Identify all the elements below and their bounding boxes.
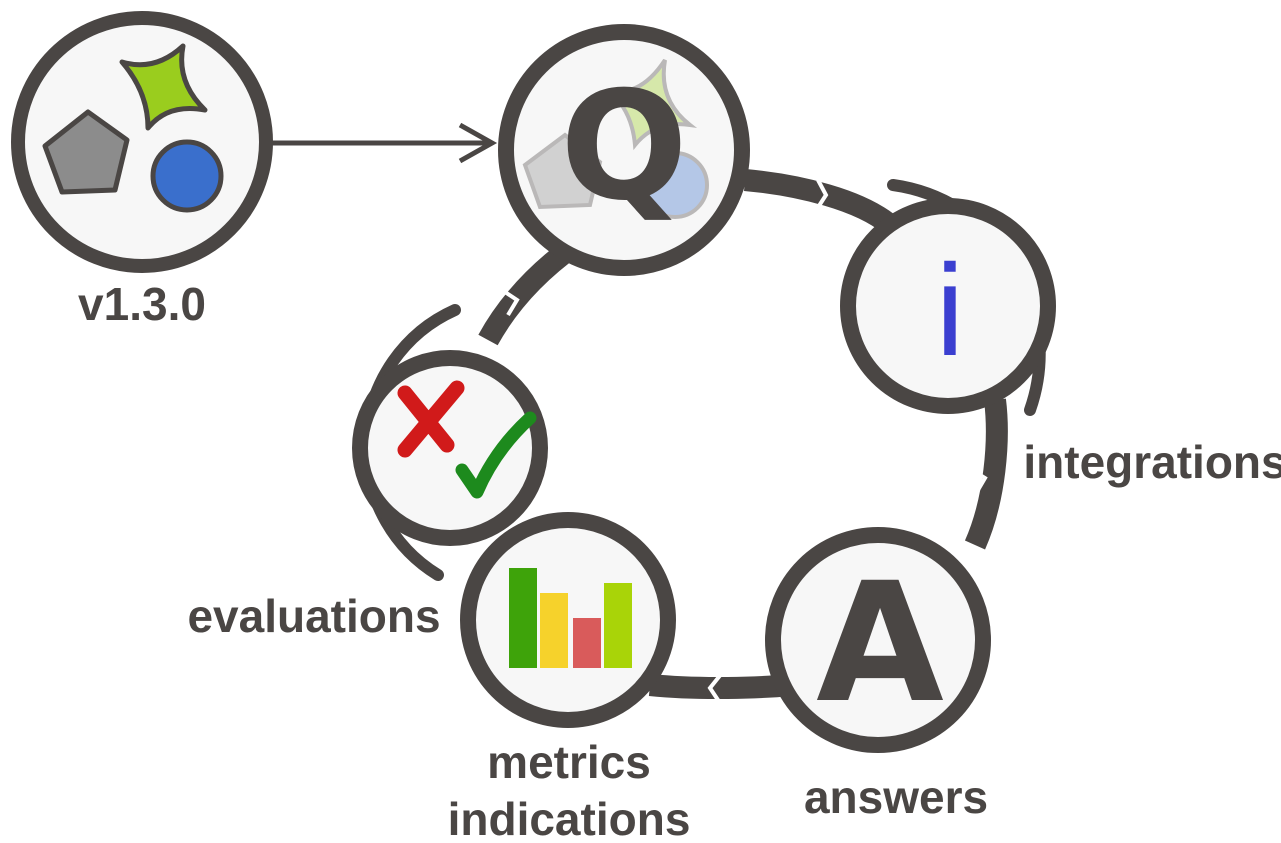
metrics-bar <box>509 568 537 668</box>
evaluations-node <box>352 350 548 546</box>
metrics-label-line1: metrics <box>487 736 651 788</box>
library-to-query-arrow <box>272 122 498 164</box>
answers-letter: A <box>816 547 944 739</box>
query-star-icon <box>606 58 698 151</box>
metrics-node <box>460 512 676 728</box>
integrations-label: integrations <box>1023 436 1281 488</box>
evaluations-label: evaluations <box>187 590 440 642</box>
check-icon <box>455 411 537 499</box>
cycle-arrow-4 <box>503 290 520 317</box>
cycle-arrow-2 <box>970 468 988 492</box>
info-icon: i <box>936 237 965 383</box>
star-shape <box>119 43 208 131</box>
metrics-bar <box>540 593 568 668</box>
cross-icon <box>397 380 465 458</box>
query-letter: Q <box>560 60 688 234</box>
version-label: v1.3.0 <box>78 278 206 330</box>
circle-icon <box>150 139 224 213</box>
library-node <box>11 11 273 273</box>
query-pentagon-icon <box>522 132 603 210</box>
cycle-arrow-3 <box>707 671 724 705</box>
metrics-bar <box>604 583 632 668</box>
answers-label: answers <box>804 771 988 823</box>
pentagon-icon <box>42 109 130 195</box>
integrations-node: i <box>840 198 1056 414</box>
answers-node: A <box>765 527 991 753</box>
query-circle-icon <box>641 151 709 219</box>
metrics-bar-chart-icon <box>509 568 632 668</box>
query-node: Q <box>498 24 750 276</box>
metrics-label-line2: indications <box>448 793 691 843</box>
cycle-arrow-1 <box>813 179 829 214</box>
metrics-bar <box>573 618 601 668</box>
